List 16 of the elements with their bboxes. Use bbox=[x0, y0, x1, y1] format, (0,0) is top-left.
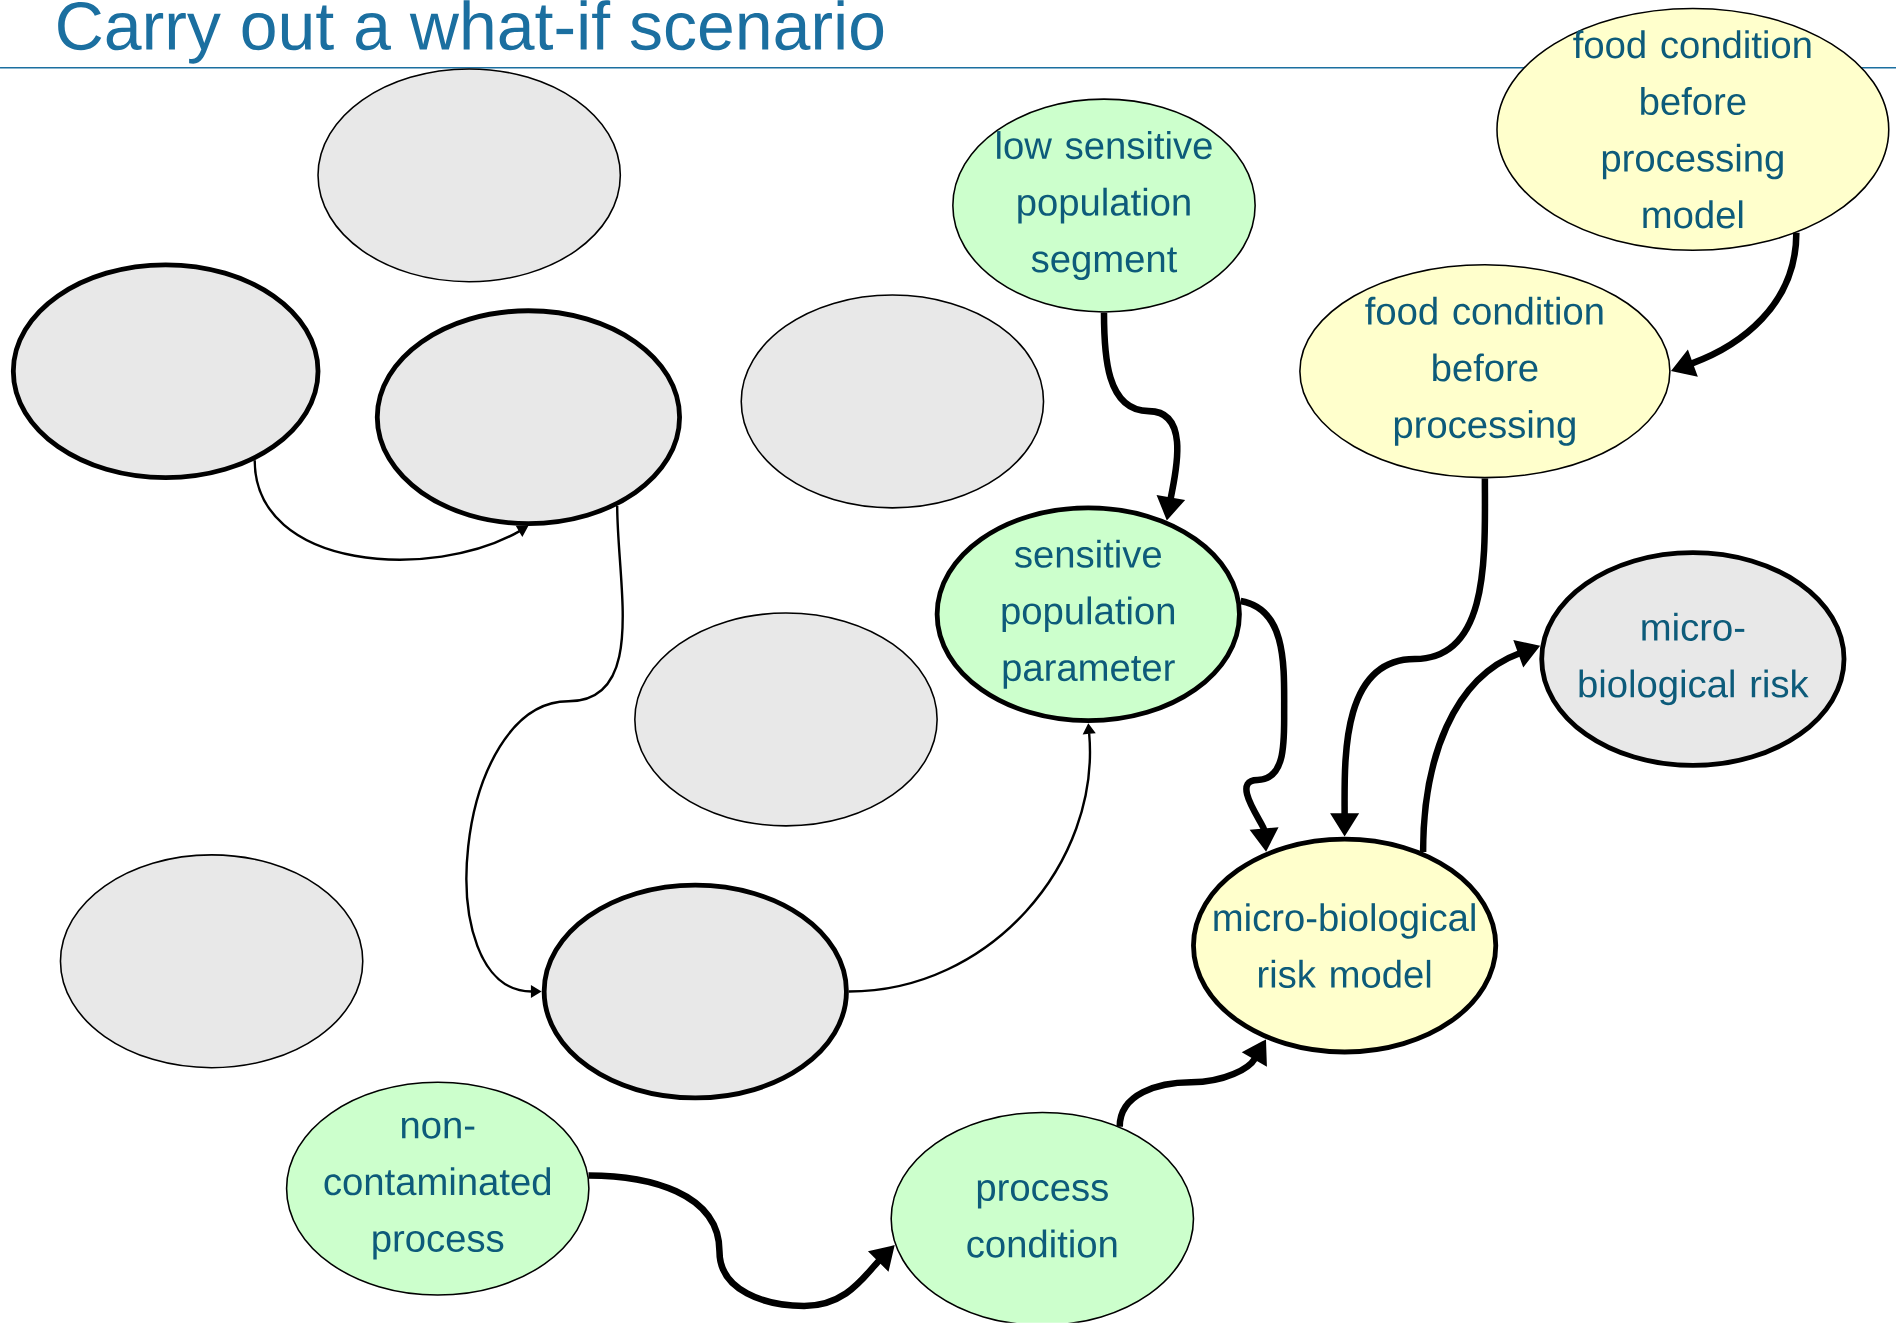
ellipse-node: food condition before processing model bbox=[1496, 7, 1890, 252]
ellipse-node bbox=[317, 68, 622, 283]
ellipse-node bbox=[740, 294, 1045, 509]
ellipse-node: low sensitive population segment bbox=[952, 98, 1256, 313]
ellipse-node: sensitive population parameter bbox=[934, 505, 1242, 724]
title: Carry out a what-if scenario bbox=[58, 0, 884, 64]
ellipse-node bbox=[10, 262, 321, 481]
ellipse-node bbox=[374, 308, 682, 527]
ellipse-node bbox=[59, 854, 364, 1069]
ellipse-node bbox=[634, 612, 938, 827]
ellipse-node: micro-biological risk model bbox=[1191, 836, 1499, 1055]
ellipse-node: non-contaminated process bbox=[285, 1081, 590, 1296]
ellipse-node: food condition before processing bbox=[1299, 264, 1671, 479]
ellipse-node: micro-biological risk bbox=[1539, 550, 1847, 768]
ellipse-node: process condition bbox=[890, 1111, 1195, 1323]
ellipse-node bbox=[541, 882, 849, 1101]
